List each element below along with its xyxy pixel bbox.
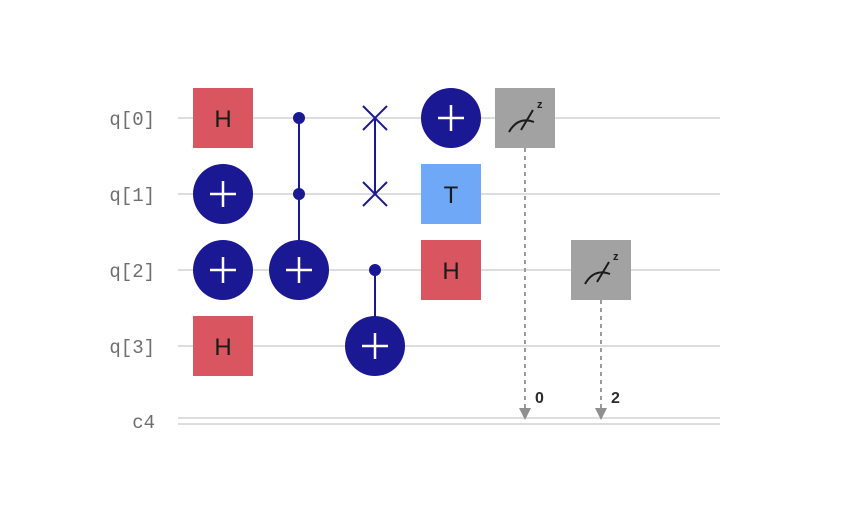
svg-text:z: z bbox=[613, 251, 619, 263]
x-gate-q1[interactable] bbox=[193, 164, 253, 224]
control-dot-q0 bbox=[293, 112, 305, 124]
svg-text:z: z bbox=[537, 99, 543, 111]
classical-bit-label-0: 0 bbox=[535, 390, 544, 407]
control-dot-q1 bbox=[293, 188, 305, 200]
qubit-wires bbox=[178, 117, 720, 347]
t-gate-label: T bbox=[444, 182, 459, 209]
measure-gate-q0[interactable]: z bbox=[495, 88, 555, 148]
h-gate-label: H bbox=[214, 334, 231, 361]
h-gate-label: H bbox=[214, 106, 231, 133]
measure-gate-q2[interactable]: z bbox=[571, 240, 631, 300]
x-gate-q2[interactable] bbox=[193, 240, 253, 300]
meter-icon: z bbox=[508, 99, 543, 133]
swap-cross-q0 bbox=[362, 105, 388, 131]
t-gate-q1[interactable]: T bbox=[421, 164, 481, 224]
h-gate-label: H bbox=[442, 258, 459, 285]
toffoli-gate[interactable] bbox=[269, 112, 329, 300]
h-gate-q3[interactable]: H bbox=[193, 316, 253, 376]
classical-register-label: c4 bbox=[132, 412, 155, 434]
measure-line-q0 bbox=[519, 148, 531, 420]
qubit-label-q2: q[2] bbox=[109, 261, 155, 283]
target-q3 bbox=[345, 316, 405, 376]
meter-icon: z bbox=[584, 251, 619, 285]
cnot-gate[interactable] bbox=[345, 264, 405, 376]
swap-gate[interactable] bbox=[362, 105, 388, 207]
measure-line-q2 bbox=[595, 300, 607, 420]
x-gate-q0[interactable] bbox=[421, 88, 481, 148]
qubit-label-q0: q[0] bbox=[109, 109, 155, 131]
control-dot-q2 bbox=[369, 264, 381, 276]
classical-wire bbox=[178, 417, 720, 425]
swap-cross-q1 bbox=[362, 181, 388, 207]
h-gate-q0[interactable]: H bbox=[193, 88, 253, 148]
classical-bit-label-2: 2 bbox=[611, 390, 620, 407]
qubit-label-q1: q[1] bbox=[109, 185, 155, 207]
target-q2 bbox=[269, 240, 329, 300]
h-gate-q2[interactable]: H bbox=[421, 240, 481, 300]
qubit-label-q3: q[3] bbox=[109, 337, 155, 359]
